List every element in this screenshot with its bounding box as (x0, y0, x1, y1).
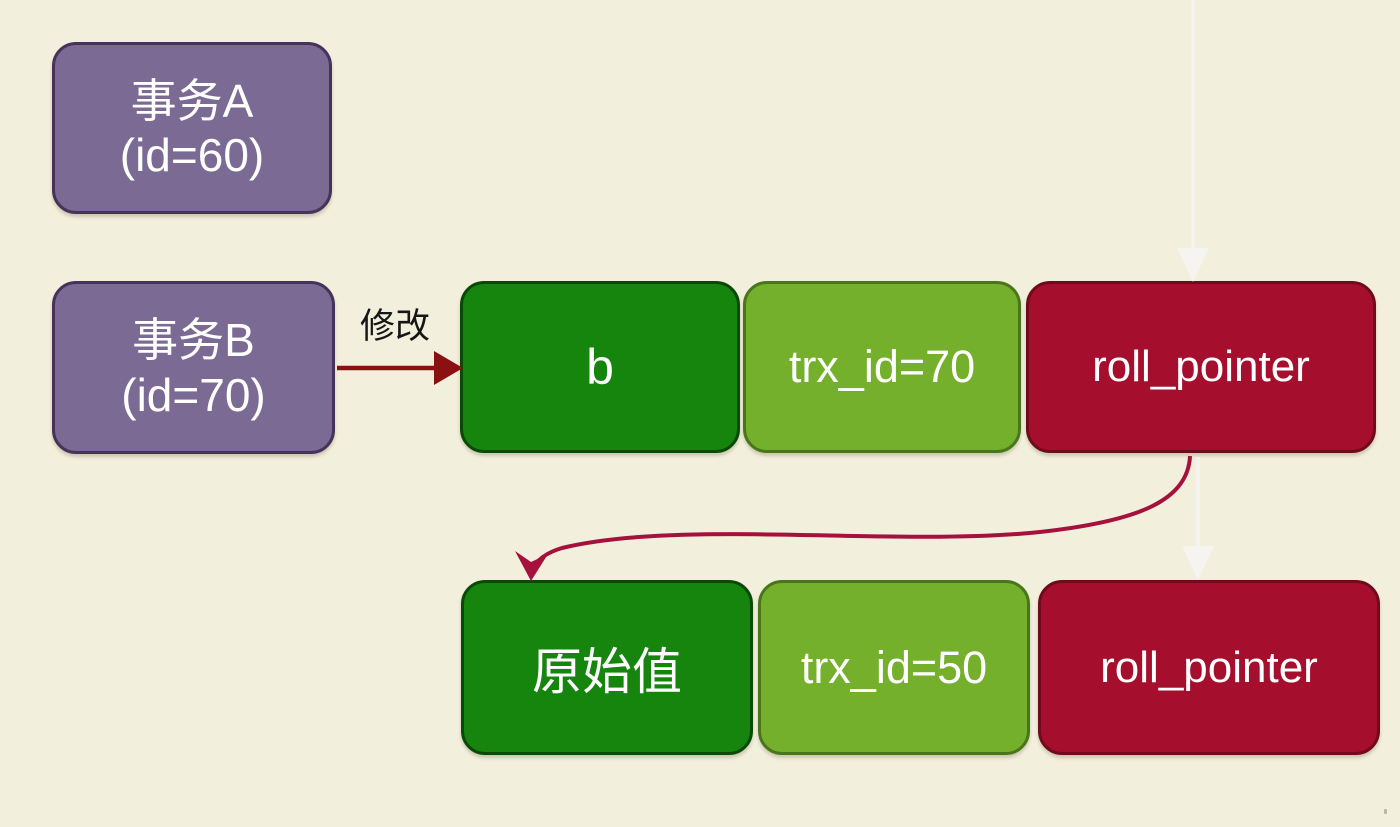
transaction-b-node: 事务B (id=70) (52, 281, 335, 454)
modify-edge-label: 修改 (359, 307, 430, 346)
record-row1-value-text: b (586, 339, 614, 395)
record-row1-trxid-cell: trx_id=70 (743, 281, 1021, 453)
faint-arrow-middle-icon (1182, 457, 1214, 580)
record-row2-trxid-text: trx_id=50 (800, 641, 988, 693)
transaction-b-title: 事务B (132, 314, 255, 367)
record-row2-value-text: 原始值 (532, 643, 682, 700)
transaction-b-id: (id=70) (121, 368, 266, 421)
transaction-a-id: (id=60) (119, 129, 265, 181)
roll-pointer-arrow-icon (515, 455, 1192, 581)
record-row1-rollpointer-cell: roll_pointer (1026, 281, 1376, 453)
record-row2-rollpointer-cell: roll_pointer (1038, 580, 1380, 755)
transaction-a-title: 事务A (130, 74, 254, 127)
faint-arrow-top-icon (1177, 0, 1209, 282)
record-row1-value-cell: b (460, 281, 740, 453)
record-row2-rollpointer-text: roll_pointer (1100, 642, 1318, 692)
artifact-dot (1384, 809, 1387, 814)
modify-arrow-icon (337, 351, 463, 385)
record-row2-trxid-cell: trx_id=50 (758, 580, 1030, 755)
record-row1-rollpointer-text: roll_pointer (1092, 342, 1310, 391)
record-row1-trxid-text: trx_id=70 (788, 341, 976, 392)
record-row2-value-cell: 原始值 (461, 580, 753, 755)
transaction-a-node: 事务A (id=60) (52, 42, 332, 214)
